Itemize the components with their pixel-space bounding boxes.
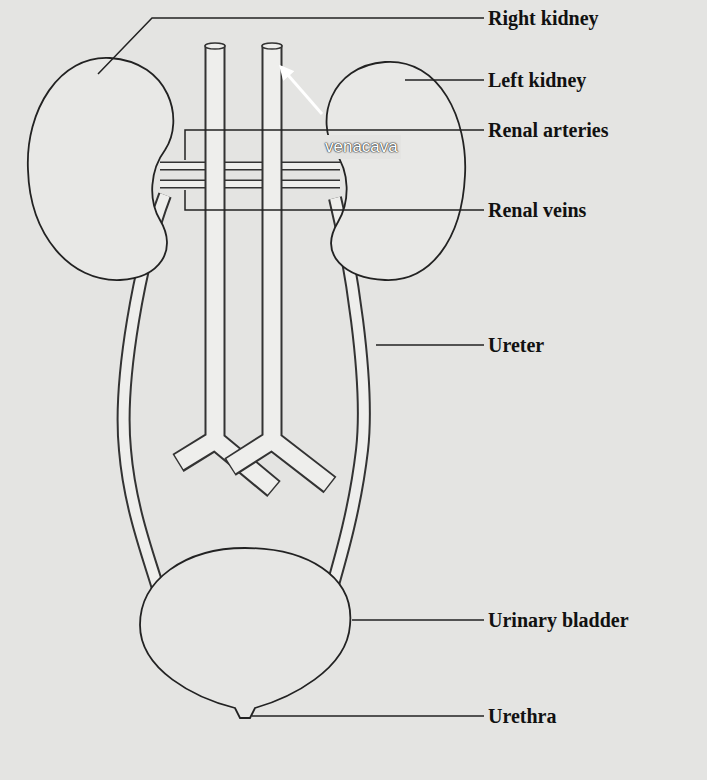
- leader-line: [252, 715, 484, 717]
- leader-line: [185, 130, 484, 160]
- part-label: Urethra: [488, 704, 557, 728]
- bladder-outline: [140, 548, 350, 718]
- callout-label: venacava: [322, 135, 401, 159]
- leader-line: [405, 79, 484, 81]
- renal-vein: [160, 181, 340, 187]
- leader-line: [98, 18, 484, 74]
- aorta-tube: [178, 45, 274, 489]
- part-label: Left kidney: [488, 68, 586, 92]
- part-label: Renal arteries: [488, 118, 609, 142]
- vessel-end: [262, 43, 282, 49]
- vena-cava-tube: [230, 45, 330, 485]
- callout-arrow: [281, 67, 322, 114]
- part-label: Right kidney: [488, 6, 599, 30]
- vena-cava-tube: [231, 46, 329, 484]
- kidney-outline: [327, 62, 466, 280]
- renal-vein: [160, 180, 340, 189]
- renal-artery: [160, 163, 340, 169]
- leader-line: [185, 190, 484, 210]
- part-label: Ureter: [488, 333, 544, 357]
- part-label: Renal veins: [488, 198, 586, 222]
- leader-line: [352, 619, 484, 621]
- vessel-end: [205, 43, 225, 49]
- aorta-tube: [179, 46, 273, 488]
- part-label: Urinary bladder: [488, 608, 629, 632]
- renal-artery: [160, 162, 340, 171]
- kidney-outline: [28, 58, 174, 280]
- leader-line: [376, 344, 484, 346]
